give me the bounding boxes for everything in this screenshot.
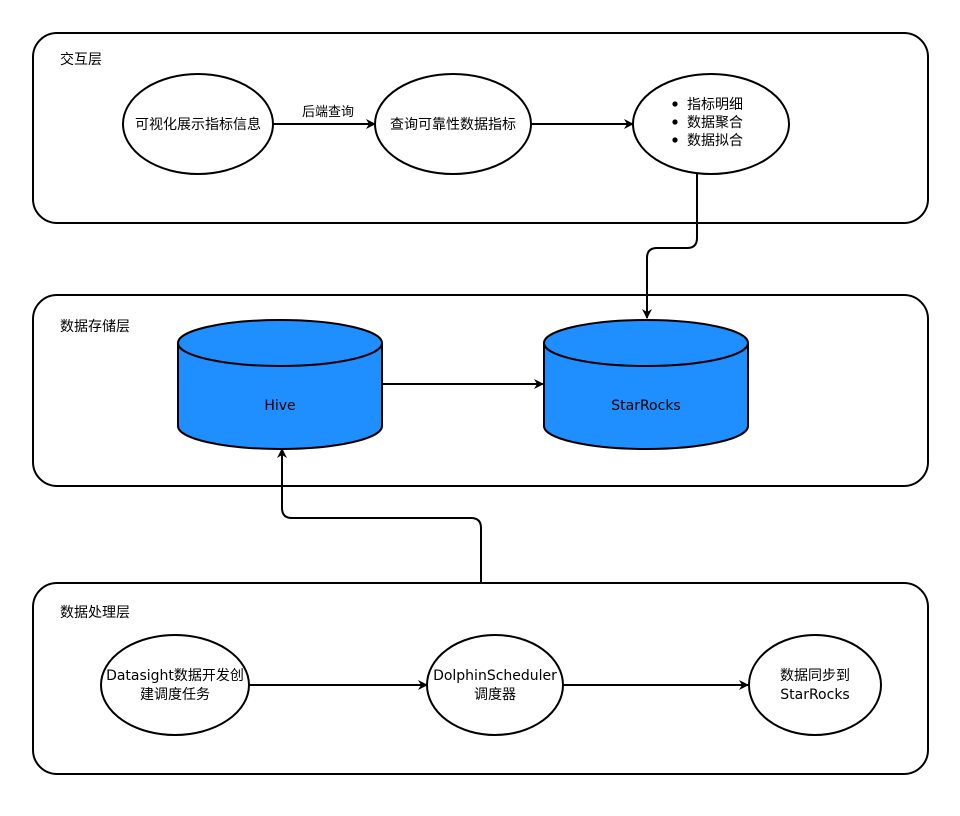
node-datasight-label-line2: 建调度任务 [140, 687, 210, 703]
db-starrocks-label: StarRocks [611, 398, 680, 414]
node-sync-label-line2: StarRocks [780, 687, 849, 703]
edge-processing-to-hive [277, 448, 482, 583]
node-sync: 数据同步到 StarRocks [748, 634, 882, 736]
edge-label-backend-query: 后端查询 [302, 105, 354, 120]
edges [249, 119, 749, 690]
metrics-item: 指标明细 [687, 97, 743, 113]
edge-metrics-to-starrocks [642, 174, 698, 319]
layer-storage: 数据存储层 [32, 294, 929, 487]
db-starrocks: StarRocks [543, 319, 749, 450]
metrics-item: 数据拟合 [687, 133, 743, 149]
node-dolphin-label-line1: DolphinScheduler [433, 668, 557, 684]
node-dolphin-label-line2: 调度器 [474, 687, 516, 703]
db-hive-label: Hive [264, 398, 295, 414]
node-query-reliability-label: 查询可靠性数据指标 [390, 117, 516, 133]
node-visual-display-label: 可视化展示指标信息 [135, 116, 261, 133]
node-dolphin: DolphinScheduler 调度器 [426, 634, 564, 736]
metrics-item: 数据聚合 [687, 115, 743, 131]
layer-storage-title: 数据存储层 [60, 319, 130, 335]
node-datasight-label-line1: Datasight数据开发创 [106, 668, 244, 684]
bullet-icon [672, 119, 678, 125]
bullet-icon [672, 137, 678, 143]
node-query-reliability: 查询可靠性数据指标 [374, 73, 532, 175]
db-hive: Hive [177, 319, 383, 450]
node-sync-label-line1: 数据同步到 [780, 668, 850, 684]
node-visual-display: 可视化展示指标信息 [122, 73, 274, 175]
layer-interaction-title: 交互层 [60, 51, 102, 68]
layer-processing-title: 数据处理层 [60, 605, 130, 621]
bullet-icon [672, 101, 678, 107]
node-datasight: Datasight数据开发创 建调度任务 [100, 634, 250, 736]
node-metrics-list: 指标明细 数据聚合 数据拟合 [632, 73, 790, 175]
